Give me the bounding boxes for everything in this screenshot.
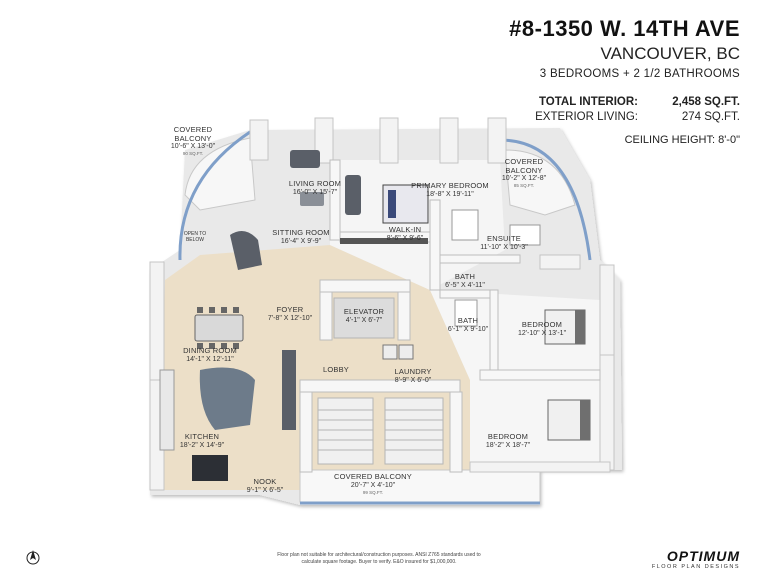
room-dims: 11'-10" X 10'-3" bbox=[480, 243, 528, 251]
room-sqft: 90 SQ.FT. bbox=[182, 151, 204, 157]
exterior-value: 274 SQ.FT. bbox=[681, 111, 740, 123]
room-open-to-below: OPEN TO BELOW bbox=[183, 231, 207, 244]
room-covered-balcony-bottom: COVERED BALCONY 20'-7" X 4'-10" 99 SQ.FT… bbox=[333, 472, 413, 495]
room-dims: 9'-1" X 6'-5" bbox=[246, 486, 284, 494]
room-walk-in: WALK-IN 8'-6" X 9'-6" bbox=[386, 225, 424, 243]
interior-value: 2,458 SQ.FT. bbox=[672, 96, 740, 108]
room-name: PRIMARY BEDROOM bbox=[411, 181, 489, 190]
room-dims: 4'-1" X 6'-7" bbox=[345, 316, 383, 324]
room-name: SITTING ROOM bbox=[272, 228, 330, 237]
stairs bbox=[317, 397, 444, 465]
room-elevator: ELEVATOR 4'-1" X 6'-7" bbox=[343, 307, 385, 325]
north-arrow-icon bbox=[26, 550, 40, 565]
room-kitchen: KITCHEN 18'-2" X 14'-9" bbox=[179, 432, 225, 450]
room-covered-balcony-right: COVERED BALCONY 10'-2" X 12'-8" 85 SQ.FT… bbox=[501, 157, 547, 189]
interior-row: TOTAL INTERIOR: 2,458 SQ.FT. bbox=[510, 96, 740, 108]
room-dims: 18'-8" X 19'-11" bbox=[426, 190, 474, 198]
room-dims: 6'-1" X 9'-10" bbox=[447, 325, 489, 333]
room-dims: 8'-6" X 9'-6" bbox=[386, 234, 424, 242]
room-dims: 7'-8" X 12'-10" bbox=[267, 314, 313, 322]
property-city: VANCOUVER, BC bbox=[600, 44, 741, 63]
room-dims: 16'-4" X 9'-9" bbox=[280, 237, 322, 245]
room-name: BATH bbox=[457, 316, 479, 325]
brand-logo: OPTIMUM FLOOR PLAN DESIGNS bbox=[652, 548, 740, 570]
elevator-box bbox=[333, 297, 395, 339]
room-bath-2: BATH 6'-1" X 9'-10" bbox=[447, 316, 489, 334]
logo-main: OPTIMUM bbox=[666, 548, 740, 564]
property-address: #8-1350 W. 14TH AVE bbox=[509, 16, 740, 41]
disclaimer-line-2: calculate square footage. Buyer to verif… bbox=[301, 558, 457, 565]
room-name: ENSUITE bbox=[487, 234, 521, 243]
room-dims: 10'-2" X 12'-8" bbox=[501, 175, 547, 183]
room-dining-room: DINING ROOM 14'-1" X 12'-11" bbox=[183, 346, 237, 364]
room-lobby: LOBBY bbox=[322, 365, 350, 375]
room-bedroom-1: BEDROOM 12'-10" X 13'-1" bbox=[517, 320, 567, 338]
logo-sub: FLOOR PLAN DESIGNS bbox=[651, 564, 740, 570]
room-sqft: 99 SQ.FT. bbox=[362, 489, 384, 495]
room-name: WALK-IN bbox=[388, 225, 422, 234]
exterior-row: EXTERIOR LIVING: 274 SQ.FT. bbox=[510, 111, 740, 123]
room-name: COVERED BALCONY bbox=[504, 157, 544, 175]
ceiling-height: CEILING HEIGHT: 8'-0" bbox=[624, 134, 740, 146]
room-name: LIVING ROOM bbox=[288, 179, 342, 188]
room-dims: 6'-5" X 4'-11" bbox=[445, 281, 485, 289]
room-name: ELEVATOR bbox=[343, 307, 385, 316]
room-name: OPEN TO BELOW bbox=[183, 231, 207, 243]
room-dims: 10'-6" X 13'-0" bbox=[170, 143, 216, 151]
room-dims: 12'-10" X 13'-1" bbox=[517, 329, 567, 337]
interior-label: TOTAL INTERIOR: bbox=[538, 96, 638, 108]
room-name: BEDROOM bbox=[487, 432, 529, 441]
bedrooms-bathrooms: 3 BEDROOMS + 2 1/2 BATHROOMS bbox=[539, 68, 740, 80]
room-dims: 14'-1" X 12'-11" bbox=[186, 355, 234, 363]
balcony-left bbox=[184, 137, 256, 211]
room-dims: 8'-9" X 6'-0" bbox=[394, 376, 432, 384]
room-dims: 16'-0" X 15'-7" bbox=[292, 188, 338, 196]
room-name: LOBBY bbox=[322, 365, 350, 374]
disclaimer-line-1: Floor plan not suitable for architectura… bbox=[277, 552, 481, 558]
room-name: BATH bbox=[454, 272, 476, 281]
balcony-right bbox=[504, 149, 576, 216]
exterior-label: EXTERIOR LIVING: bbox=[535, 111, 638, 123]
room-ensuite: ENSUITE 11'-10" X 10'-3" bbox=[480, 234, 528, 252]
room-name: FOYER bbox=[276, 305, 304, 314]
room-bath-1: BATH 6'-5" X 4'-11" bbox=[445, 272, 485, 290]
room-name: COVERED BALCONY bbox=[173, 125, 213, 143]
area-stats: TOTAL INTERIOR: 2,458 SQ.FT. EXTERIOR LI… bbox=[510, 96, 740, 126]
room-laundry: LAUNDRY 8'-9" X 6'-0" bbox=[394, 367, 432, 385]
room-dims: 18'-2" X 14'-9" bbox=[179, 441, 225, 449]
room-name: COVERED BALCONY bbox=[333, 472, 413, 481]
room-dims: 20'-7" X 4'-10" bbox=[350, 481, 396, 489]
room-name: LAUNDRY bbox=[394, 367, 432, 376]
room-name: KITCHEN bbox=[184, 432, 220, 441]
room-name: DINING ROOM bbox=[183, 346, 237, 355]
room-nook: NOOK 9'-1" X 6'-5" bbox=[246, 477, 284, 495]
room-primary-bedroom: PRIMARY BEDROOM 18'-8" X 19'-11" bbox=[411, 181, 489, 199]
balcony-bottom bbox=[299, 469, 541, 503]
room-name: NOOK bbox=[253, 477, 277, 486]
room-sitting-room: SITTING ROOM 16'-4" X 9'-9" bbox=[272, 228, 330, 246]
room-name: BEDROOM bbox=[521, 320, 563, 329]
room-sqft: 85 SQ.FT. bbox=[513, 183, 535, 189]
room-living-room: LIVING ROOM 16'-0" X 15'-7" bbox=[288, 179, 342, 197]
room-covered-balcony-left: COVERED BALCONY 10'-6" X 13'-0" 90 SQ.FT… bbox=[170, 125, 216, 157]
room-bedroom-2: BEDROOM 18'-2" X 18'-7" bbox=[485, 432, 531, 450]
room-foyer: FOYER 7'-8" X 12'-10" bbox=[267, 305, 313, 323]
disclaimer: Floor plan not suitable for architectura… bbox=[0, 552, 758, 565]
room-dims: 18'-2" X 18'-7" bbox=[485, 441, 531, 449]
